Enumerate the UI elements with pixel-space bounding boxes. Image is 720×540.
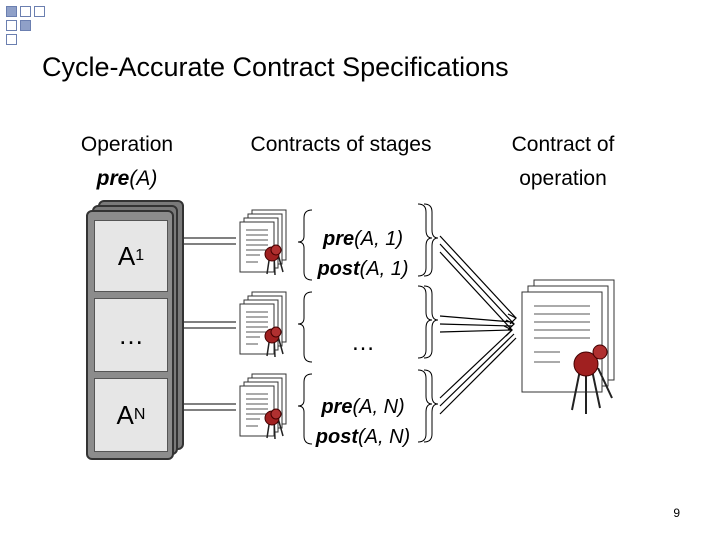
stage-contract-n: pre(A, N) post(A, N) [300,392,426,452]
operation-header: Operation pre(A) [52,128,202,196]
deco-square [6,20,17,31]
document-stack-icon [239,291,287,358]
stage-contract-ellipsis: … [351,329,375,356]
pre-expression: pre(A, 1) [322,228,404,250]
operation-stage-ellipsis: … [94,298,168,372]
deco-square [34,6,45,17]
arrow-icon [439,235,518,415]
connector-lines [184,237,236,411]
op-base: A [116,399,134,430]
brace-icon [417,203,439,443]
contract-header-line2: operation [519,167,607,190]
pre-function-label: pre [96,167,130,190]
contract-header: Contract of operation [488,128,638,196]
document-stack-icon [239,373,287,440]
pre-arg-label: (A) [129,167,158,190]
page-number: 9 [673,506,680,520]
op-base: … [118,319,144,350]
operation-header-line1: Operation [80,133,174,156]
op-base: A [117,240,136,271]
deco-square [6,6,17,17]
contract-header-line1: Contract of [511,133,615,156]
operation-header-line2: pre(A) [52,162,202,196]
stage-contract-1: pre(A, 1) post(A, 1) [300,224,426,284]
op-sub: N [133,406,146,423]
slide-title: Cycle-Accurate Contract Specifications [42,52,509,82]
op-sub: 1 [135,247,145,264]
brace-icon [297,209,313,445]
operation-contract-icon [521,279,615,414]
post-expression: post(A, 1) [317,258,409,280]
post-expression: post(A, N) [315,426,411,448]
stages-header: Contracts of stages [250,133,432,156]
pre-expression: pre(A, N) [321,396,405,418]
deco-square [20,20,31,31]
document-stack-icon [239,209,287,276]
deco-square [6,34,17,45]
deco-square [20,6,31,17]
